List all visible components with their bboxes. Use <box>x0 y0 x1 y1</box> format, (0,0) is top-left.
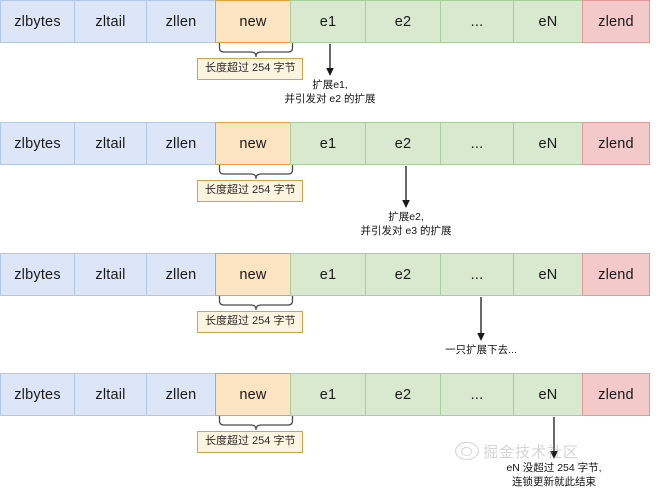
ziplist-cell-zllen: zllen <box>146 0 216 43</box>
juejin-logo-icon <box>455 442 479 460</box>
watermark-text: 掘金技术社区 <box>483 444 580 461</box>
new-cell-brace <box>218 296 294 310</box>
cascade-note-line: 扩展e1, <box>312 79 348 91</box>
ziplist-cell-eN: eN <box>513 0 583 43</box>
cascade-note-line: eN 没超过 254 字节, <box>506 462 602 474</box>
ziplist-cell-new: new <box>215 253 291 296</box>
ziplist-cell-zlbytes: zlbytes <box>0 253 75 296</box>
cascade-note: eN 没超过 254 字节, 连锁更新就此结束 <box>506 461 601 489</box>
ziplist-cell-new: new <box>215 373 291 416</box>
ziplist-cell-e2: e2 <box>365 0 441 43</box>
ziplist-cell-e1: e1 <box>290 122 366 165</box>
ziplist-cell-e1: e1 <box>290 373 366 416</box>
ziplist-cell-zltail: zltail <box>74 253 147 296</box>
ziplist-cell-eN: eN <box>513 373 583 416</box>
ziplist-cell-new: new <box>215 122 291 165</box>
ziplist-cell-e2: e2 <box>365 122 441 165</box>
ziplist-cell-zltail: zltail <box>74 373 147 416</box>
cascade-note: 一只扩展下去... <box>445 343 517 357</box>
ziplist-cell-ellipsis: ... <box>440 122 514 165</box>
new-cell-brace <box>218 416 294 430</box>
ziplist-cell-zllen: zllen <box>146 122 216 165</box>
ziplist-cell-eN: eN <box>513 253 583 296</box>
ziplist-cell-ellipsis: ... <box>440 253 514 296</box>
cascade-arrow-down-icon <box>548 417 560 459</box>
ziplist-cell-e2: e2 <box>365 373 441 416</box>
ziplist-cell-zlend: zlend <box>582 253 650 296</box>
new-cell-brace <box>218 43 294 57</box>
cascade-note: 扩展e2, 并引发对 e3 的扩展 <box>360 210 451 238</box>
ziplist-cell-zlbytes: zlbytes <box>0 0 75 43</box>
cascade-note-line: 并引发对 e2 的扩展 <box>284 93 376 105</box>
ziplist-cell-zlend: zlend <box>582 122 650 165</box>
ziplist-cell-ellipsis: ... <box>440 373 514 416</box>
new-cell-brace <box>218 165 294 179</box>
ziplist-cell-ellipsis: ... <box>440 0 514 43</box>
ziplist-cell-zllen: zllen <box>146 253 216 296</box>
cascade-note-line: 连锁更新就此结束 <box>512 476 596 488</box>
length-caption: 长度超过 254 字节 <box>197 311 304 333</box>
cascade-arrow-down-icon <box>475 297 487 341</box>
ziplist-cell-zltail: zltail <box>74 0 147 43</box>
length-caption: 长度超过 254 字节 <box>197 431 304 453</box>
cascade-note-line: 一只扩展下去... <box>445 344 517 356</box>
ziplist-cell-eN: eN <box>513 122 583 165</box>
cascade-arrow-down-icon <box>400 166 412 208</box>
ziplist-cell-zltail: zltail <box>74 122 147 165</box>
ziplist-cell-zlbytes: zlbytes <box>0 122 75 165</box>
ziplist-cell-zllen: zllen <box>146 373 216 416</box>
ziplist-cell-e1: e1 <box>290 0 366 43</box>
cascade-arrow-down-icon <box>324 44 336 76</box>
ziplist-cell-zlend: zlend <box>582 373 650 416</box>
ziplist-cell-zlend: zlend <box>582 0 650 43</box>
cascade-note-line: 扩展e2, <box>388 211 424 223</box>
ziplist-cell-e1: e1 <box>290 253 366 296</box>
ziplist-cell-e2: e2 <box>365 253 441 296</box>
length-caption: 长度超过 254 字节 <box>197 58 304 80</box>
cascade-note: 扩展e1, 并引发对 e2 的扩展 <box>284 78 375 106</box>
length-caption: 长度超过 254 字节 <box>197 180 304 202</box>
ziplist-cell-new: new <box>215 0 291 43</box>
ziplist-cell-zlbytes: zlbytes <box>0 373 75 416</box>
cascade-note-line: 并引发对 e3 的扩展 <box>360 225 452 237</box>
